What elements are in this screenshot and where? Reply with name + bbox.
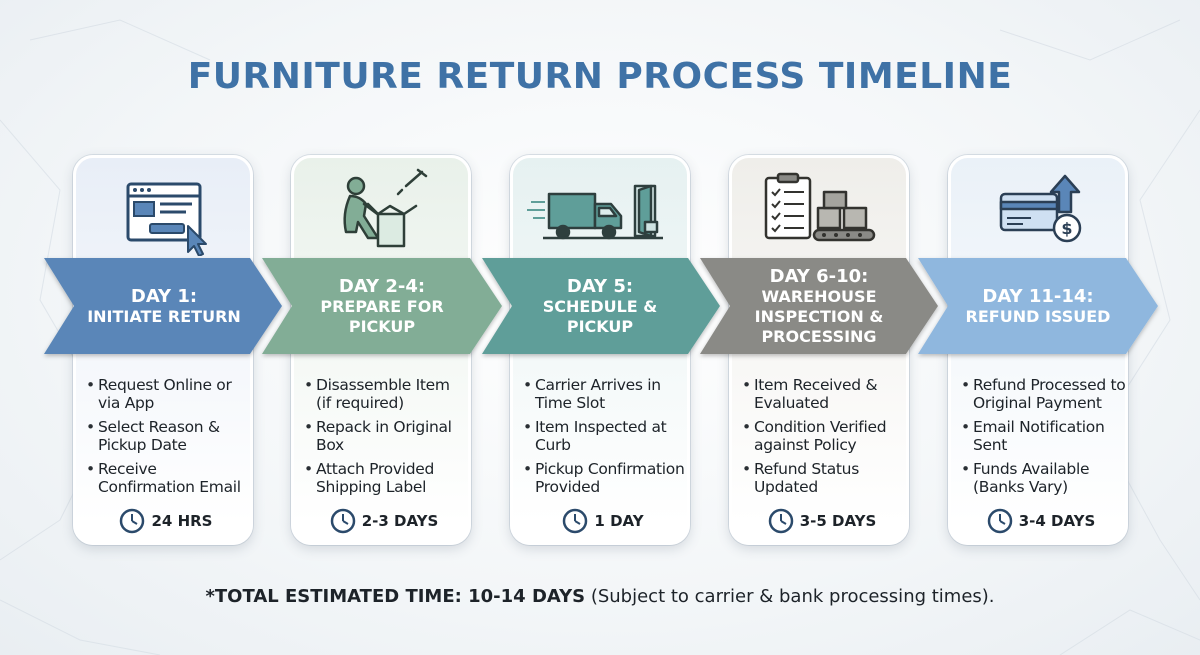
checklist-conveyor-icon (764, 172, 876, 242)
stage-name-line: SCHEDULE & (542, 296, 658, 316)
bullet-item: Email Notification Sent (961, 418, 1126, 454)
clock-icon (768, 508, 793, 534)
stage-bullets: Disassemble Item (if required) Repack in… (304, 376, 469, 502)
bullet-item: Refund Processed to Original Payment (961, 376, 1126, 412)
bullet-item: Disassemble Item (if required) (304, 376, 469, 412)
duration-label: 3-4 DAYS (1018, 512, 1096, 530)
total-time-caveat: (Subject to carrier & bank processing ti… (585, 586, 995, 607)
clock-icon (987, 508, 1012, 534)
bullet-item: Select Reason & Pickup Date (86, 418, 251, 454)
stage-arrow-day-11-14 (918, 258, 1158, 354)
bullet-item: Repack in Original Box (304, 418, 469, 454)
stage-duration: 24 HRS (76, 508, 256, 534)
stage-day: DAY 1: (130, 285, 198, 307)
stage-day: DAY 2-4: (338, 275, 426, 297)
stage-bullets: Request Online or via App Select Reason … (86, 376, 251, 502)
stage-duration: 3-4 DAYS (951, 508, 1131, 534)
stage-arrow-day-2-4 (262, 258, 502, 354)
stage-duration: 2-3 DAYS (294, 508, 474, 534)
stage-duration: 3-5 DAYS (732, 508, 912, 534)
person-packing-box-icon (343, 168, 428, 248)
stage-arrow-day-1 (44, 258, 282, 354)
bullet-item: Item Inspected at Curb (523, 418, 688, 454)
clock-icon (563, 508, 588, 534)
bullet-item: Refund Status Updated (742, 460, 907, 496)
stage-name-line: PICKUP (566, 316, 634, 336)
svg-text:$: $ (1061, 219, 1072, 238)
clock-icon (330, 508, 355, 534)
stage-day: DAY 5: (566, 275, 634, 297)
stage-name-line: PROCESSING (761, 326, 877, 346)
duration-label: 24 HRS (151, 512, 213, 530)
stage-name-line: REFUND ISSUED (965, 306, 1111, 326)
bullet-item: Receive Confirmation Email (86, 460, 251, 496)
stage-day: DAY 6-10: (769, 265, 869, 287)
total-time-note: *TOTAL ESTIMATED TIME: 10-14 DAYS (Subje… (0, 586, 1200, 607)
stage-arrow-label-4: DAY 6-10: WAREHOUSE INSPECTION & PROCESS… (730, 258, 908, 354)
total-time-bold: *TOTAL ESTIMATED TIME: 10-14 DAYS (205, 586, 586, 607)
stage-arrow-label-5: DAY 11-14: REFUND ISSUED (948, 258, 1128, 354)
web-form-cursor-icon (126, 182, 207, 256)
clock-icon (120, 508, 145, 534)
delivery-truck-icon (527, 184, 663, 240)
bullet-item: Pickup Confirmation Provided (523, 460, 688, 496)
stage-arrow-day-6-10 (700, 258, 938, 354)
duration-label: 3-5 DAYS (799, 512, 877, 530)
stage-name-line: PICKUP (348, 316, 416, 336)
credit-card-refund-icon: $ (999, 174, 1082, 243)
bullet-item: Carrier Arrives in Time Slot (523, 376, 688, 412)
stage-arrow-label-2: DAY 2-4: PREPARE FOR PICKUP (292, 258, 472, 354)
stage-bullets: Carrier Arrives in Time Slot Item Inspec… (523, 376, 688, 502)
stage-name-line: INITIATE RETURN (87, 306, 241, 326)
stage-arrow-label-1: DAY 1: INITIATE RETURN (74, 258, 254, 354)
stage-duration: 1 DAY (513, 508, 693, 534)
bullet-item: Condition Verified against Policy (742, 418, 907, 454)
duration-label: 2-3 DAYS (361, 512, 439, 530)
bullet-item: Item Received & Evaluated (742, 376, 907, 412)
stage-arrow-label-3: DAY 5: SCHEDULE & PICKUP (512, 258, 688, 354)
bullet-item: Request Online or via App (86, 376, 251, 412)
stage-bullets: Item Received & Evaluated Condition Veri… (742, 376, 907, 502)
stage-arrow-day-5 (482, 258, 720, 354)
stage-name-line: INSPECTION & (754, 306, 884, 326)
duration-label: 1 DAY (594, 512, 644, 530)
stage-name-line: WAREHOUSE (761, 286, 877, 306)
bullet-item: Attach Provided Shipping Label (304, 460, 469, 496)
bullet-item: Funds Available (Banks Vary) (961, 460, 1126, 496)
page-title: FURNITURE RETURN PROCESS TIMELINE (187, 56, 1013, 97)
stage-bullets: Refund Processed to Original Payment Ema… (961, 376, 1126, 502)
stage-name-line: PREPARE FOR (320, 296, 444, 316)
stage-day: DAY 11-14: (982, 285, 1094, 307)
